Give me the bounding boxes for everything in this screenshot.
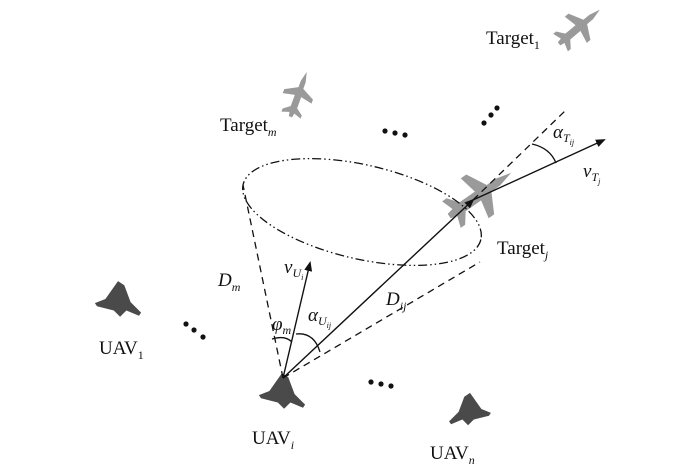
ellipsis-dots-top-right (481, 105, 500, 126)
cone-right-edge (282, 261, 481, 379)
label-d-m: Dm (217, 270, 241, 294)
v-tj-arrow (472, 139, 606, 201)
ellipsis-dots-bottom (368, 379, 394, 389)
phi-m-arc (271, 336, 293, 343)
label-phi-m: φm (272, 314, 292, 337)
dij-line (282, 198, 475, 379)
label-d-ij: Dij (385, 289, 407, 313)
label-uav-1: UAV1 (99, 338, 144, 362)
label-v-ui: vUi (284, 257, 303, 282)
label-alpha-uij: αUij (308, 305, 332, 330)
target-m-aircraft-icon (276, 66, 322, 123)
ellipsis-dots-left (183, 321, 206, 340)
uav-1-icon (94, 281, 142, 317)
cone-left-edge (242, 184, 284, 379)
detection-cone-ellipse (242, 157, 482, 267)
label-uav-i: UAVi (252, 428, 294, 452)
alpha-uij-arc (295, 333, 321, 353)
label-target-j: Targetj (497, 238, 549, 262)
target-1-aircraft-icon (548, 0, 611, 57)
uav-i-icon (258, 373, 306, 409)
label-target-1: Target1 (486, 28, 540, 52)
alpha-tij-arc (531, 143, 557, 164)
uav-n-icon (449, 392, 491, 426)
label-uav-n: UAVn (430, 443, 475, 467)
dij-extension (472, 109, 567, 201)
label-alpha-tij: αTij (553, 122, 575, 147)
label-target-m: Targetm (220, 115, 277, 139)
label-v-tj: vTj (583, 161, 601, 186)
v-ui-arrow (282, 261, 313, 379)
ellipsis-dots-top-middle (382, 128, 408, 138)
